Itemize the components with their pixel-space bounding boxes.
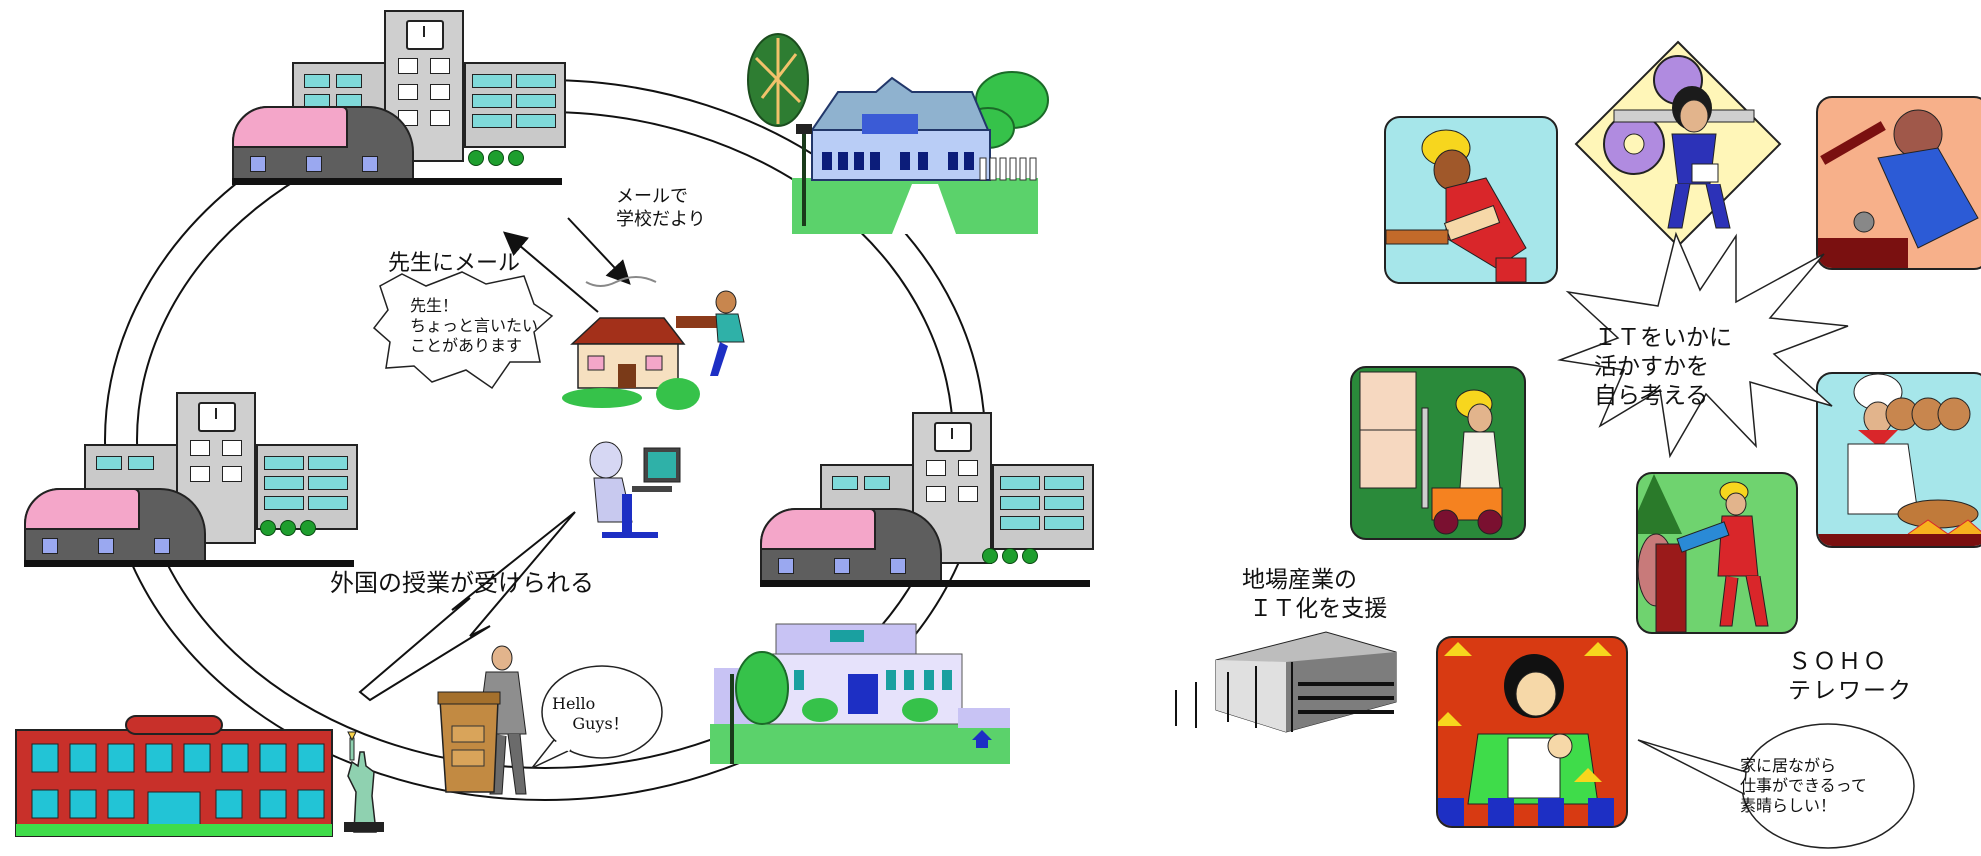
arrow-to-home	[567, 217, 631, 285]
foreign-class-label: 外国の授業が受けられる	[330, 569, 594, 597]
chef-tile	[1816, 372, 1981, 548]
statue-of-liberty-icon	[344, 731, 384, 833]
modern-school-illustration	[710, 623, 1010, 764]
local-industry-label: 地場産業の ＩＴ化を支援	[1242, 567, 1388, 622]
brick-school-illustration	[15, 715, 333, 837]
soho-speech-bubble	[1637, 723, 1915, 849]
forklift-operator-tile	[1350, 366, 1526, 540]
starburst-text: ＩＴをいかに 活かすかを 自ら考える	[1594, 325, 1732, 409]
overseas-link-bolt	[358, 511, 576, 702]
mail-to-school-label: メールで 学校だより	[616, 186, 706, 230]
idea-starburst	[1557, 231, 1849, 459]
school-building-top	[232, 10, 566, 185]
construction-worker-tile	[1384, 116, 1558, 284]
presenter-bubble-text: Hello Guys！	[552, 694, 629, 733]
factory-illustration	[1175, 631, 1397, 733]
lumberjack-tile	[1636, 472, 1798, 634]
soho-label: ＳＯＨＯ テレワーク	[1788, 649, 1913, 704]
student-bubble-text: 先生！ ちょっと言いたい ことがあります	[410, 296, 539, 355]
clock-icon	[934, 422, 972, 452]
school-building-left	[24, 392, 358, 567]
clock-icon	[198, 402, 236, 432]
computer-user-illustration	[589, 441, 681, 538]
mail-to-teacher-label: 先生にメール	[388, 251, 521, 276]
school-building-right	[760, 412, 1094, 587]
presenter-illustration	[437, 645, 527, 795]
engineer-gear-tile	[1574, 40, 1782, 248]
victorian-school-illustration	[747, 33, 1049, 234]
mechanic-tile	[1816, 96, 1981, 270]
presenter-speech-bubble	[531, 665, 663, 769]
home-student-illustration	[562, 276, 745, 410]
soho-bubble-text: 家に居ながら 仕事ができるって 素晴らしい！	[1740, 756, 1867, 815]
student-speech-bubble	[372, 271, 554, 390]
clock-icon	[406, 20, 444, 50]
arrow-to-teacher	[502, 231, 599, 313]
soho-worker-tile	[1436, 636, 1628, 828]
